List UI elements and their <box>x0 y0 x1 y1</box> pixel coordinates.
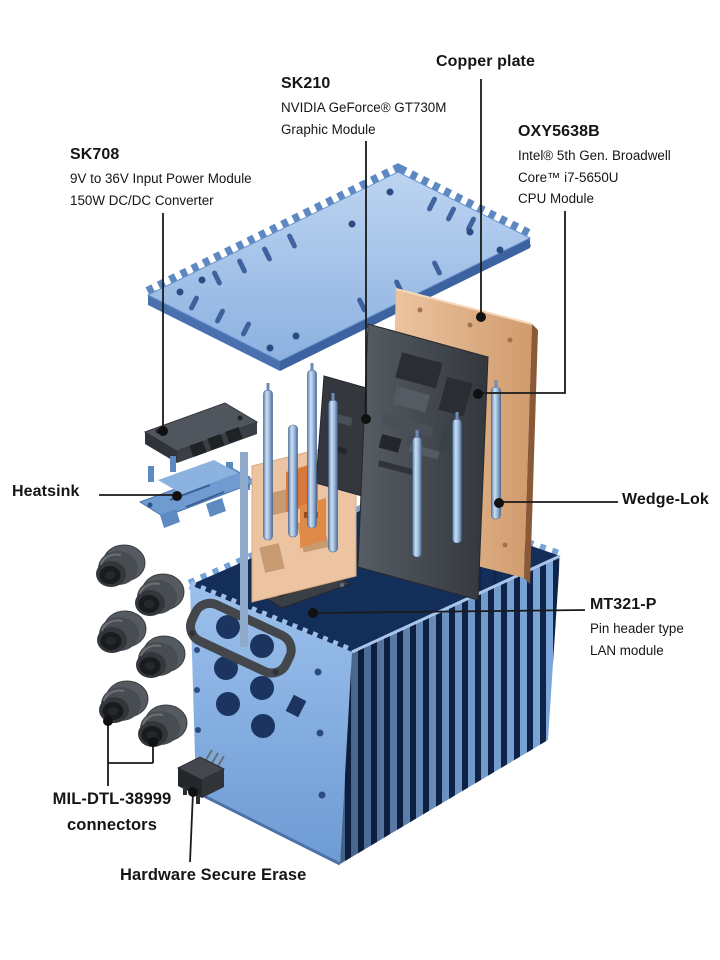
callout-oxy5638b: OXY5638B Intel® 5th Gen. Broadwell Core™… <box>518 122 671 210</box>
front-panel-cutouts <box>214 615 307 738</box>
secure-erase-title: Hardware Secure Erase <box>120 866 307 884</box>
sk708-power-module <box>143 402 259 463</box>
leader-lines <box>99 79 618 863</box>
mt321p-line1: Pin header type <box>590 621 684 636</box>
plate-screw-holes <box>176 188 504 352</box>
oxy5638b-line3: CPU Module <box>518 191 594 206</box>
copper-plate-title: Copper plate <box>436 53 535 70</box>
sk210-line1: NVIDIA GeForce® GT730M <box>281 100 447 115</box>
leader-secure-erase <box>189 791 194 863</box>
carry-handle <box>186 598 296 678</box>
sk708-title: SK708 <box>70 146 120 163</box>
mil-connectors-line1: MIL-DTL-38999 <box>52 790 172 808</box>
callout-mt321p: MT321-P Pin header type LAN module <box>590 595 684 661</box>
callout-mil-connectors: MIL-DTL-38999 connectors <box>36 786 188 838</box>
heatsink-title: Heatsink <box>12 483 80 500</box>
oxy5638b-title: OXY5638B <box>518 123 600 140</box>
callout-wedge-lok: Wedge-Lok <box>622 490 709 510</box>
leader-dots <box>103 312 504 797</box>
heatsink-bracket <box>138 456 258 528</box>
wedge-lok-title: Wedge-Lok <box>622 491 709 508</box>
wedge-lok-rods <box>263 363 501 558</box>
callout-secure-erase: Hardware Secure Erase <box>120 865 306 885</box>
mil-connectors-line2: connectors <box>67 816 157 834</box>
callout-heatsink: Heatsink <box>12 482 80 502</box>
oxy5638b-cpu-module <box>357 323 489 601</box>
cpu-module-components <box>377 352 473 478</box>
mt321p-line2: LAN module <box>590 642 664 658</box>
sk210-line2: Graphic Module <box>281 121 376 137</box>
sk708-line1: 9V to 36V Input Power Module <box>70 171 252 186</box>
sk210-title: SK210 <box>281 75 331 92</box>
oxy5638b-line1: Intel® 5th Gen. Broadwell <box>518 148 671 163</box>
leader-mt321p <box>312 609 586 614</box>
sk708-line2: 150W DC/DC Converter <box>70 192 214 208</box>
callout-copper-plate: Copper plate <box>436 52 535 72</box>
callout-sk210: SK210 NVIDIA GeForce® GT730M Graphic Mod… <box>281 74 446 140</box>
leader-oxy5638b <box>478 211 566 394</box>
mt321p-title: MT321-P <box>590 596 657 613</box>
oxy5638b-line2: Core™ i7-5650U <box>518 169 619 185</box>
callout-sk708: SK708 9V to 36V Input Power Module 150W … <box>70 145 252 211</box>
